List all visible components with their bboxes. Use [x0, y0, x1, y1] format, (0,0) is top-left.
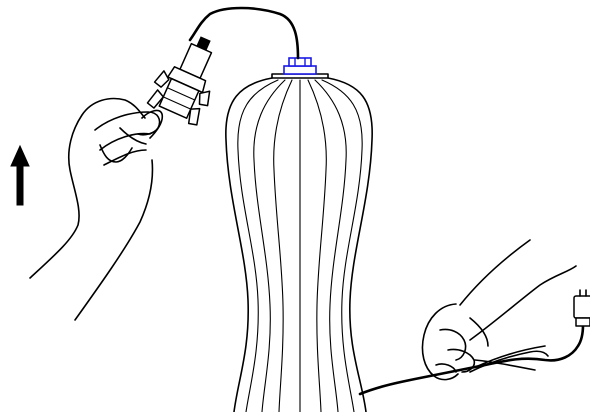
- lampshade-ribs: [237, 79, 363, 412]
- plug-icon: [573, 289, 590, 327]
- power-cord: [358, 323, 585, 396]
- right-hand: [421, 239, 577, 381]
- left-hand: [29, 97, 164, 321]
- up-arrow-icon: [10, 144, 30, 206]
- lampshade: [225, 57, 373, 412]
- lamp-socket: [146, 36, 213, 126]
- cord-top: [188, 6, 300, 60]
- top-fitting: [283, 57, 317, 75]
